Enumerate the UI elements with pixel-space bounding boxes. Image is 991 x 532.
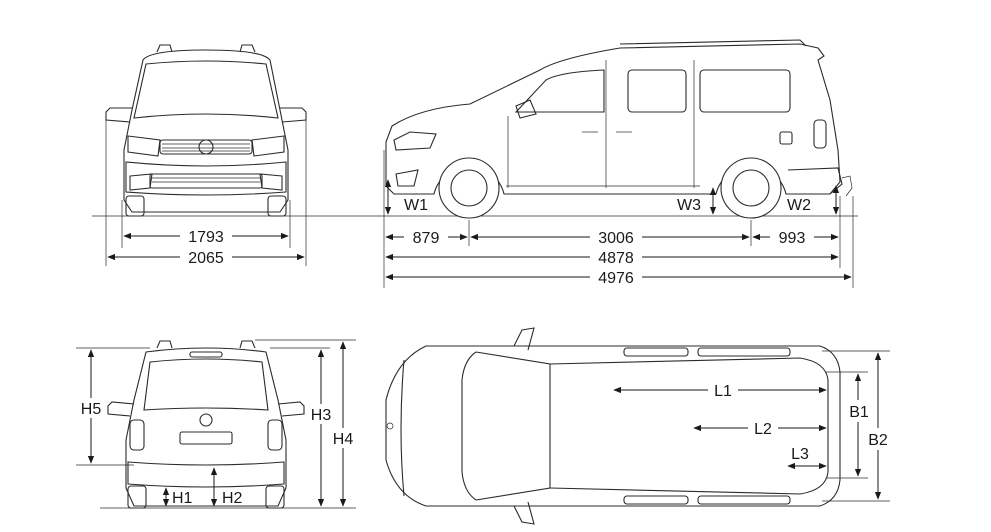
label-l1: L1: [714, 383, 732, 400]
rear-view-dimensions: [76, 339, 358, 509]
label-l3: L3: [791, 446, 809, 463]
dim-rear-overhang: 993: [779, 230, 806, 247]
side-view: [384, 39, 853, 219]
label-b2: B2: [868, 432, 888, 449]
label-w2: W2: [787, 197, 811, 214]
dim-front-overhang: 879: [413, 230, 440, 247]
top-view: [385, 327, 841, 525]
dim-overall-width: 1793: [188, 229, 224, 246]
label-h4: H4: [333, 431, 354, 448]
label-h5: H5: [81, 401, 102, 418]
label-w3: W3: [677, 197, 701, 214]
top-view-dimensions: [613, 350, 892, 502]
dim-length: 4878: [598, 250, 634, 267]
label-h3: H3: [311, 407, 332, 424]
label-h1: H1: [172, 490, 193, 507]
dim-length-with-tow-bar: 4976: [598, 270, 634, 287]
label-h2: H2: [222, 490, 243, 507]
front-view: [105, 44, 307, 217]
rear-view: [107, 340, 305, 509]
dim-width-with-mirrors: 2065: [188, 250, 224, 267]
label-w1: W1: [404, 197, 428, 214]
label-l2: L2: [754, 421, 772, 438]
side-view-dimensions: [383, 150, 854, 288]
dim-wheelbase: 3006: [598, 230, 634, 247]
front-view-dimensions: [105, 120, 307, 267]
label-b1: B1: [849, 404, 869, 421]
